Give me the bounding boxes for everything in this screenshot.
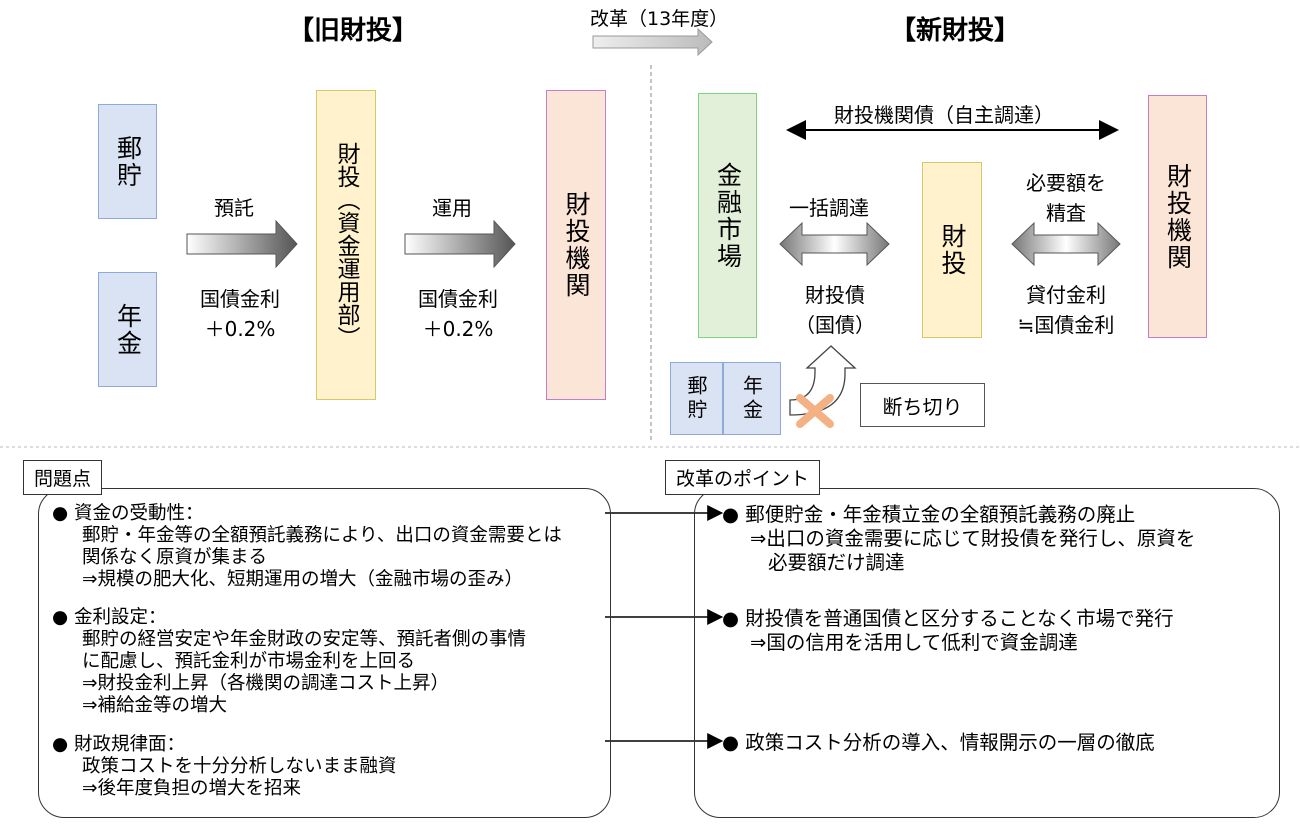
problem-item-1: ● 資金の受動性： 郵貯・年金等の全額預託義務により、出口の資金需要とは 関係な…	[52, 503, 562, 591]
new-market-box: 金融市場	[698, 93, 757, 338]
problem-item-1-line3: ⇒規模の肥大化、短期運用の増大（金融市場の歪み）	[82, 569, 524, 590]
new-postal-box: 郵貯	[670, 362, 723, 435]
scrutiny-double-arrow	[1011, 221, 1121, 267]
problem-item-3-line2: ⇒後年度負担の増大を招来	[82, 778, 302, 799]
reform-item-2: ● 財投債を普通国債と区分することなく市場で発行 ⇒国の信用を活用して低利で資金…	[722, 607, 1174, 655]
reforms-tag: 改革のポイント	[665, 460, 821, 495]
scrutiny-label-line1: 必要額を	[1026, 171, 1106, 195]
bond-label-line1: 財投債	[805, 283, 865, 307]
cut-off-label: 断ち切り	[882, 394, 963, 419]
operate-label: 運用	[432, 196, 472, 220]
problem-item-3: ● 財政規律面： 政策コストを十分分析しないまま融資 ⇒後年度負担の増大を招来	[52, 734, 397, 800]
reforms-panel	[694, 488, 1280, 818]
operate-rate-line1: 国債金利	[418, 287, 498, 311]
loan-rate-line2: ≒国債金利	[1017, 313, 1115, 337]
reform-item-1-head: ● 郵便貯金・年金積立金の全額預託義務の廃止	[722, 503, 1136, 526]
problem-item-2-line2: に配慮し、預託金利が市場金利を上回る	[82, 651, 416, 672]
reform-item-1-line1: ⇒出口の資金需要に応じて財投債を発行し、原資を	[750, 527, 1196, 550]
scrutiny-label-line2: 精査	[1046, 201, 1086, 225]
old-pension-label: 年金	[113, 302, 143, 357]
problem-item-3-head: ● 財政規律面：	[52, 734, 186, 755]
operate-rate-line2: ＋0.2%	[422, 317, 494, 341]
reform-item-2-line1: ⇒国の信用を活用して低利で資金調達	[750, 631, 1078, 654]
old-pension-box: 年金	[98, 272, 157, 387]
problem-item-1-line1: 郵貯・年金等の全額預託義務により、出口の資金需要とは	[82, 525, 562, 546]
problems-panel	[38, 488, 611, 818]
operate-rate: 国債金利 ＋0.2%	[408, 284, 508, 344]
new-market-label: 金融市場	[713, 161, 743, 270]
problem-item-1-head: ● 資金の受動性：	[52, 503, 204, 524]
problem-item-2-line3: ⇒財投金利上昇（各機関の調達コスト上昇）	[82, 673, 450, 694]
old-fund-dept-box: 財投（資金運用部）	[316, 90, 376, 400]
reform-item-3-head: ● 政策コスト分析の導入、情報開示の一層の徹底	[722, 731, 1155, 754]
reform-label: 改革（13年度）	[590, 8, 729, 30]
deposit-rate-line2: ＋0.2%	[204, 317, 276, 341]
deposit-arrow	[186, 219, 298, 269]
new-postal-label: 郵貯	[684, 374, 708, 423]
problem-item-2-line4: ⇒補給金等の増大	[82, 695, 228, 716]
bulk-double-arrow	[779, 221, 890, 267]
reform-item-3: ● 政策コスト分析の導入、情報開示の一層の徹底	[722, 731, 1155, 755]
new-filp-label: 財投	[938, 223, 967, 277]
deposit-rate: 国債金利 ＋0.2%	[190, 284, 290, 344]
problem-item-2-head: ● 金利設定：	[52, 607, 167, 628]
cross-icon	[796, 394, 834, 428]
new-agency-label: 財投機関	[1163, 162, 1193, 271]
problem-item-2: ● 金利設定： 郵貯の経営安定や年金財政の安定等、預託者側の事情 に配慮し、預託…	[52, 607, 526, 717]
deposit-label: 預託	[214, 196, 254, 220]
deposit-rate-line1: 国債金利	[200, 287, 280, 311]
new-agency-box: 財投機関	[1148, 95, 1207, 338]
operate-arrow	[404, 219, 516, 269]
old-agency-box: 財投機関	[546, 90, 606, 400]
problem-item-2-line1: 郵貯の経営安定や年金財政の安定等、預託者側の事情	[82, 629, 527, 650]
new-filp-title: 【新財投】	[890, 16, 1021, 46]
reform-item-1-line2: 必要額だけ調達	[768, 551, 905, 574]
new-filp-box: 財投	[922, 162, 982, 338]
loan-rate-line1: 貸付金利	[1026, 283, 1106, 307]
old-agency-label: 財投機関	[562, 191, 591, 299]
old-postal-box: 郵貯	[98, 104, 157, 219]
new-pension-label: 年金	[739, 374, 764, 423]
problems-tag: 問題点	[23, 460, 103, 495]
bond-label: 財投債 （国債）	[785, 280, 885, 340]
bulk-label: 一括調達	[789, 196, 869, 220]
new-pension-box: 年金	[723, 362, 781, 435]
bond-label-line2: （国債）	[795, 313, 875, 337]
reform-item-1: ● 郵便貯金・年金積立金の全額預託義務の廃止 ⇒出口の資金需要に応じて財投債を発…	[722, 503, 1195, 575]
cut-off-box: 断ち切り	[860, 383, 985, 427]
agency-bond-label: 財投機関債（自主調達）	[834, 103, 1054, 127]
old-postal-label: 郵貯	[113, 134, 143, 189]
scrutiny-label: 必要額を 精査	[1016, 168, 1116, 228]
old-fund-dept-label: 財投（資金運用部）	[333, 141, 359, 349]
loan-rate-label: 貸付金利 ≒国債金利	[1006, 280, 1126, 340]
reform-arrow	[592, 27, 713, 57]
problem-item-3-line1: 政策コストを十分分析しないまま融資	[82, 756, 397, 777]
problem-item-1-line2: 関係なく原資が集まる	[82, 547, 268, 568]
old-filp-title: 【旧財投】	[288, 16, 419, 46]
reform-item-2-head: ● 財投債を普通国債と区分することなく市場で発行	[722, 607, 1174, 630]
